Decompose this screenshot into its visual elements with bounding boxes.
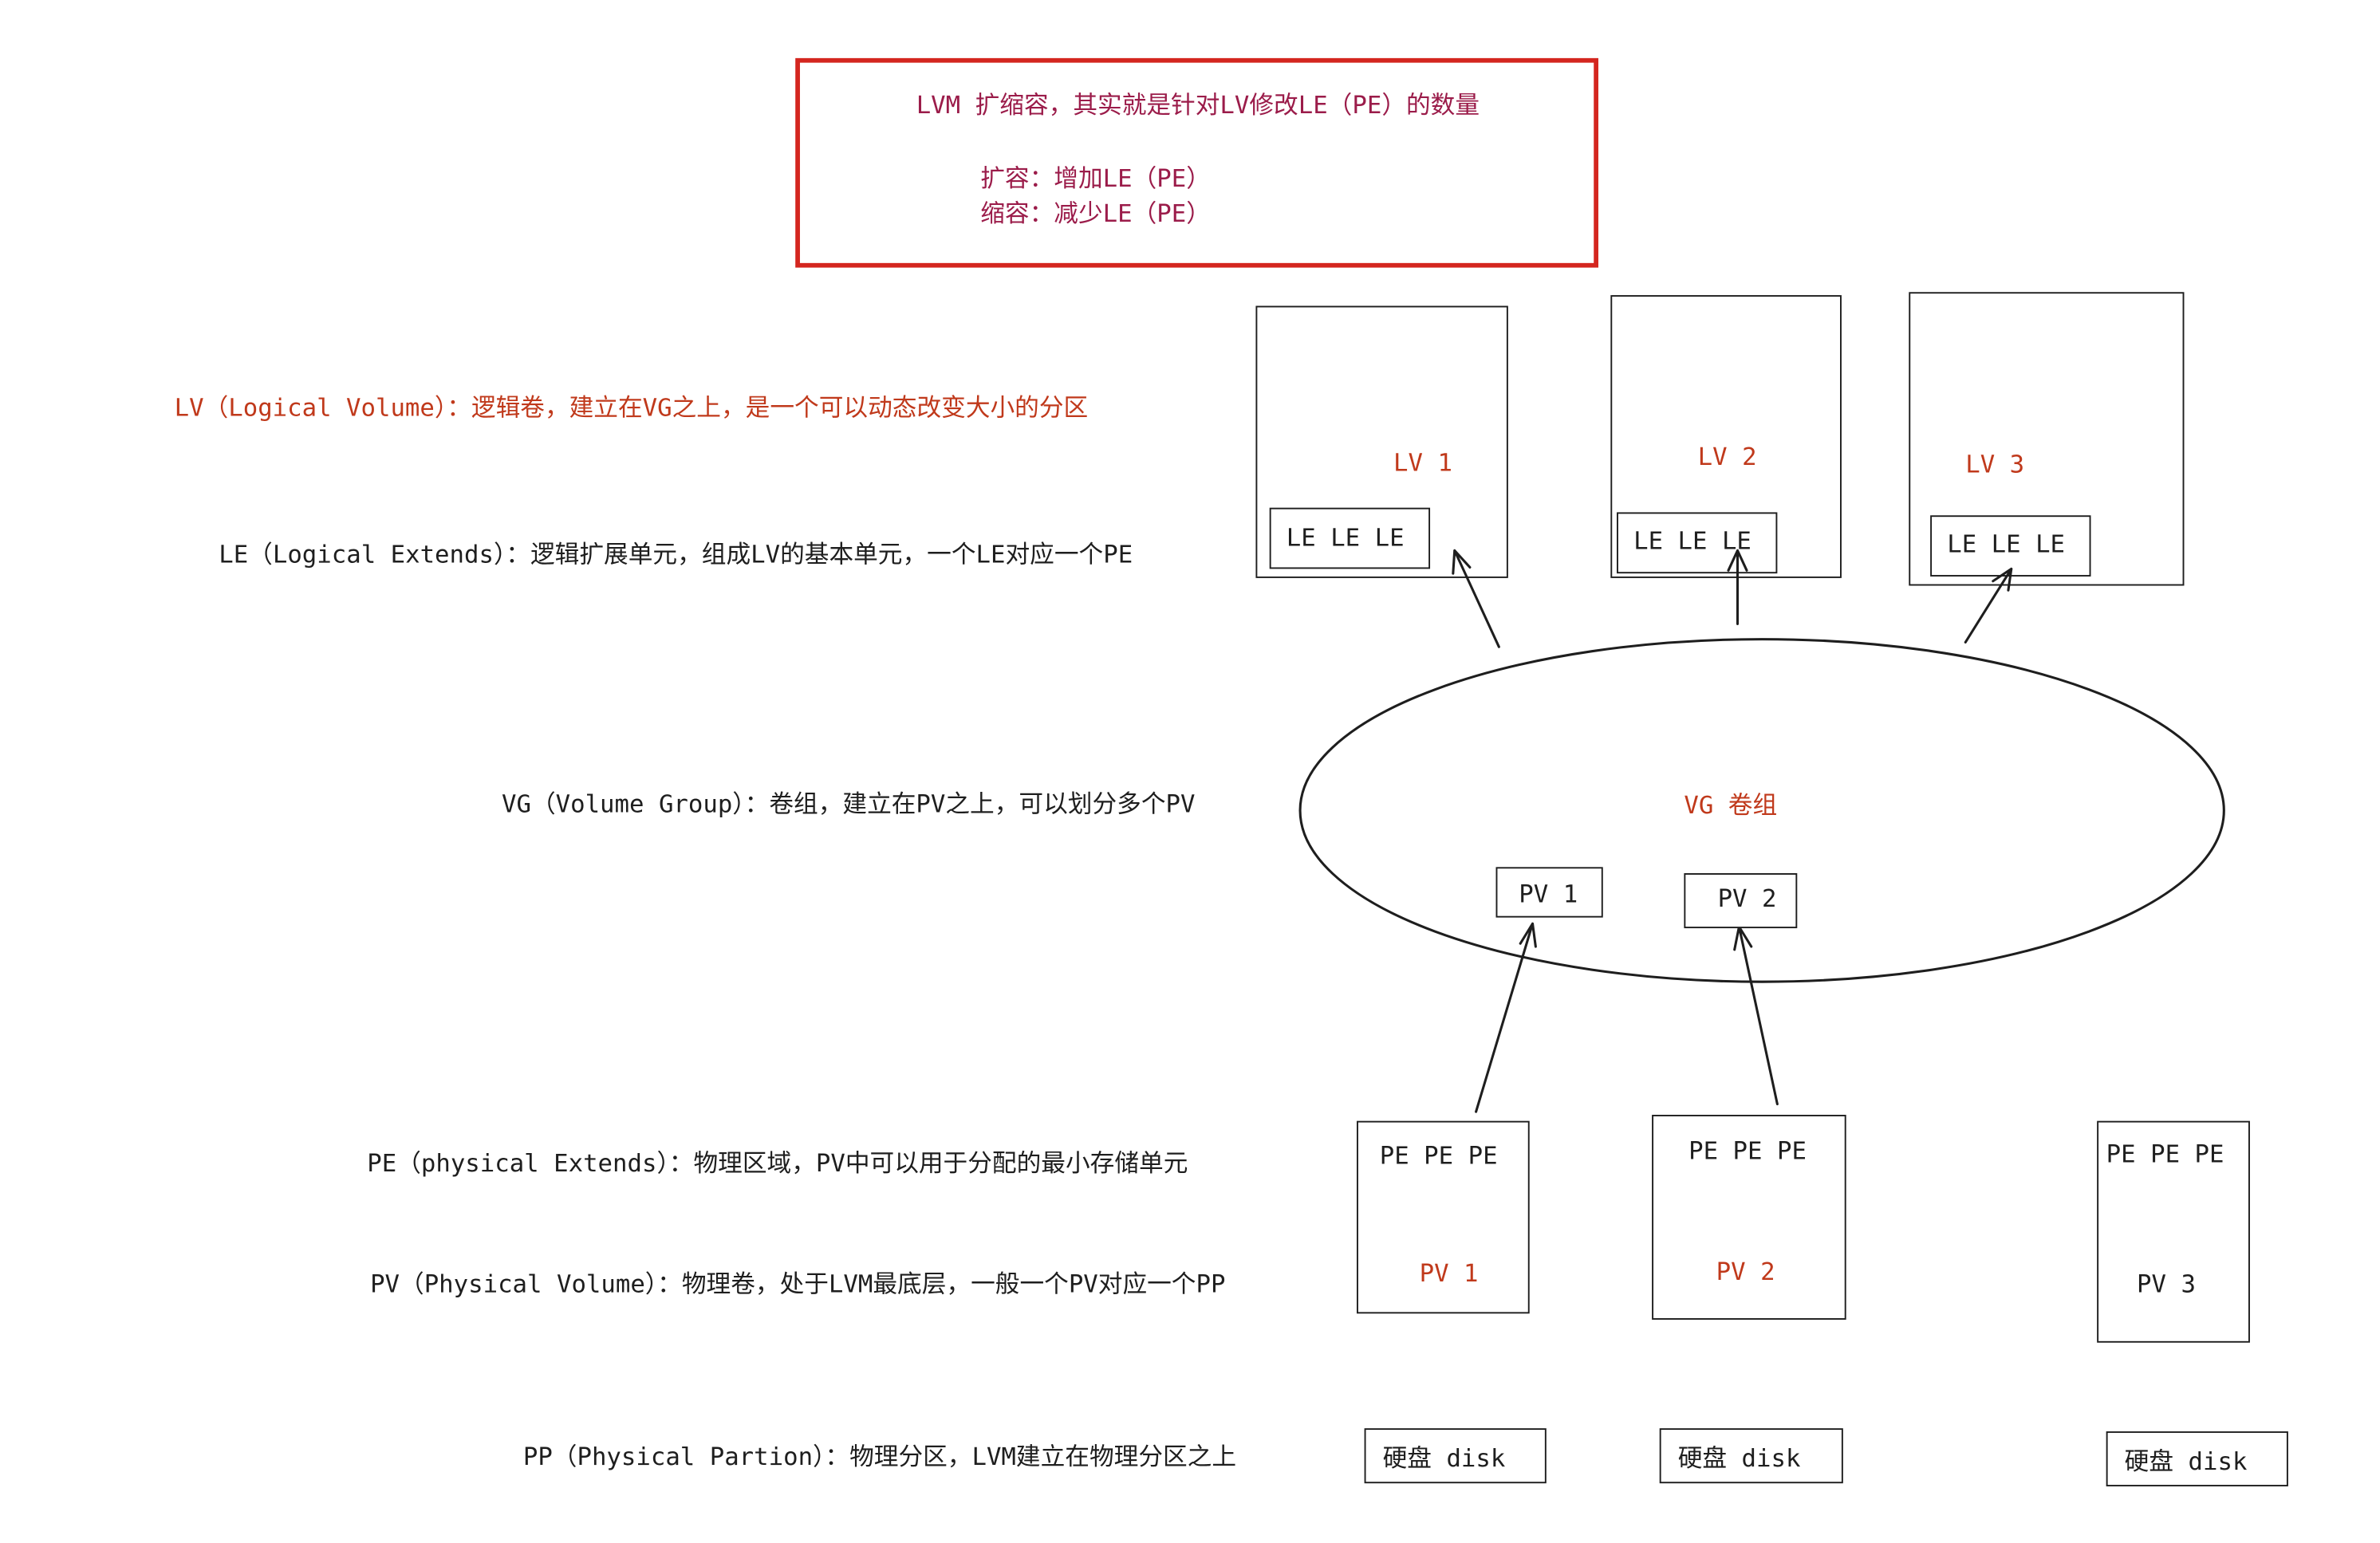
- pv1-pe-extents: PE PE PE: [1379, 1140, 1498, 1171]
- lv2-label: LV 2: [1697, 442, 1757, 471]
- lv3-le-box: [1930, 515, 2091, 577]
- disk2-label: 硬盘 disk: [1677, 1443, 1801, 1473]
- disk1-box: [1364, 1428, 1547, 1484]
- pp-definition: PP（Physical Partion）：物理分区，LVM建立在物理分区之上: [522, 1442, 1237, 1471]
- pv2-label: PV 2: [1716, 1257, 1775, 1286]
- disk3-label: 硬盘 disk: [2124, 1447, 2248, 1476]
- vg-ellipse: [1298, 638, 2225, 983]
- pv3-box: [2097, 1120, 2250, 1343]
- lv1-box: [1255, 305, 1508, 578]
- arrow-vg-to-lv2: [1727, 549, 1748, 625]
- lv2-box: [1610, 295, 1842, 578]
- pv3-pe-extents: PE PE PE: [2106, 1139, 2224, 1169]
- pv1-label: PV 1: [1419, 1258, 1479, 1288]
- vg-definition: VG（Volume Group）：卷组，建立在PV之上，可以划分多个PV: [502, 789, 1196, 818]
- disk1-label: 硬盘 disk: [1382, 1443, 1506, 1473]
- pv2-box: [1652, 1115, 1846, 1320]
- lvm-note-expand: 扩容：增加LE（PE）: [980, 163, 1211, 193]
- lvm-note-box: [795, 57, 1598, 268]
- lv2-le-box: [1617, 512, 1778, 574]
- pv2-pe-extents: PE PE PE: [1688, 1136, 1807, 1166]
- vg-label: VG 卷组: [1684, 790, 1778, 820]
- lvm-note-title: LVM 扩缩容，其实就是针对LV修改LE（PE）的数量: [916, 90, 1480, 120]
- disk2-box: [1659, 1428, 1843, 1484]
- vg-pv1-box: [1495, 867, 1603, 918]
- lvm-note-shrink: 缩容：减少LE（PE）: [980, 199, 1211, 228]
- lv1-label: LV 1: [1393, 447, 1452, 478]
- pv-definition: PV（Physical Volume）：物理卷，处于LVM最底层，一般一个PV对…: [370, 1269, 1226, 1299]
- lv1-le-box: [1269, 507, 1431, 569]
- pv1-box: [1357, 1120, 1530, 1314]
- pv3-label: PV 3: [2137, 1269, 2196, 1299]
- lv3-label: LV 3: [1965, 449, 2025, 479]
- lv-definition: LV（Logical Volume）：逻辑卷，建立在VG之上，是一个可以动态改变…: [174, 392, 1089, 423]
- vg-pv2-label: PV 2: [1717, 884, 1777, 913]
- lv2-le-extents: LE LE LE: [1633, 525, 1752, 556]
- disk3-box: [2106, 1431, 2288, 1487]
- lv3-box: [1909, 292, 2185, 586]
- le-definition: LE（Logical Extends）：逻辑扩展单元，组成LV的基本单元，一个L…: [219, 539, 1133, 569]
- lv3-le-extents: LE LE LE: [1947, 529, 2066, 558]
- lv1-le-extents: LE LE LE: [1286, 522, 1405, 553]
- vg-pv2-box: [1684, 873, 1798, 929]
- arrow-vg-to-lv1: [1452, 549, 1500, 648]
- pe-definition: PE（physical Extends）：物理区域，PV中可以用于分配的最小存储…: [367, 1148, 1188, 1178]
- vg-pv1-label: PV 1: [1519, 879, 1578, 909]
- arrow-pv1-to-vg: [1475, 922, 1537, 1113]
- arrow-pv2-to-vg: [1733, 925, 1779, 1106]
